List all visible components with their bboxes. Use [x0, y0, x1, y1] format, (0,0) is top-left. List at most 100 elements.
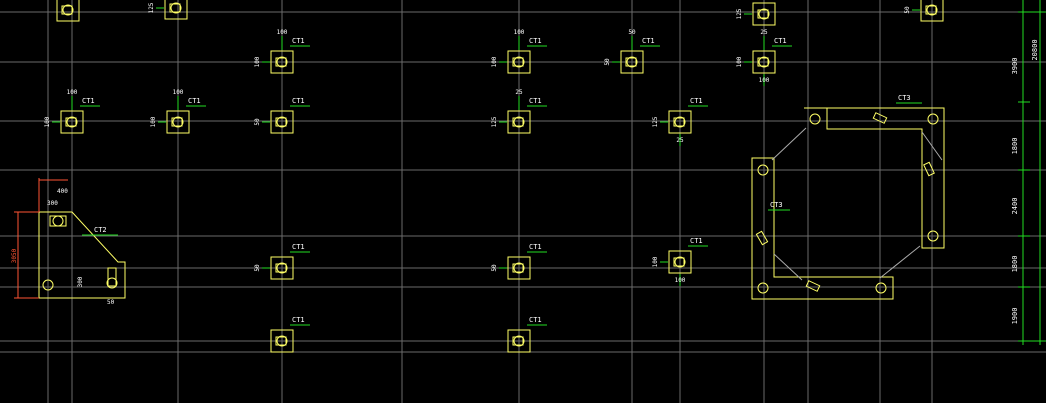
cap-label: CT1	[292, 243, 305, 251]
ct2-dim-4: 300	[77, 276, 84, 287]
axis-seg-2: 1800	[1011, 138, 1019, 155]
pile-cap-ct2[interactable]: CT2 400 300 3050 300 50	[11, 178, 126, 306]
ct2-pile-3	[106, 277, 118, 289]
ct3-chamfer-2	[921, 131, 943, 161]
cap-label: CT1	[774, 37, 787, 45]
ct3-wall-seg-2	[923, 161, 935, 177]
cap-outline	[56, 0, 80, 22]
axis-total-label: 20800	[1031, 39, 1039, 60]
cap-outline	[270, 50, 294, 74]
pile-cap-ct1[interactable]: CT1	[270, 316, 310, 353]
pile-circle	[926, 4, 938, 16]
column-rect	[512, 57, 524, 67]
cap-label: CT1	[82, 97, 95, 105]
top-dim-value: 50	[628, 29, 636, 36]
pile-cap-ct1[interactable]: CT1	[507, 316, 547, 353]
cap-outline	[752, 50, 776, 74]
pile-cap-ct1[interactable]: CT1 100 100	[652, 237, 708, 286]
cap-label: CT1	[529, 243, 542, 251]
left-dim-value: 100	[491, 56, 498, 67]
column-rect	[171, 117, 183, 127]
pile-cap-ct1[interactable]: 125	[148, 0, 188, 20]
column-rect	[61, 5, 73, 15]
ct3-pile-4	[927, 230, 939, 242]
left-dim-value: 125	[148, 2, 155, 13]
left-dim-value: 125	[652, 116, 659, 127]
column-rect	[512, 336, 524, 346]
ct3-pile-5	[757, 282, 769, 294]
column-rect	[65, 117, 77, 127]
pile-circle	[513, 335, 525, 347]
pile-circle	[172, 116, 184, 128]
column-rect	[625, 57, 637, 67]
cap-outline	[668, 110, 692, 134]
column-rect	[275, 263, 287, 273]
pile-circle	[513, 116, 525, 128]
axis-seg-4: 1800	[1011, 256, 1019, 273]
pile-circle	[758, 8, 770, 20]
left-dim-value: 100	[44, 116, 51, 127]
bottom-dim-value: 25	[676, 137, 684, 144]
ct3-label-1: CT3	[898, 94, 911, 102]
column-rect	[673, 117, 685, 127]
ct2-dim-1: 400	[57, 188, 68, 195]
ct2-column-2	[107, 267, 117, 287]
pile-cap-ct3[interactable]: CT3 CT3	[751, 94, 945, 300]
axis-seg-3: 2400	[1011, 198, 1019, 215]
ct3-wall-seg-1	[872, 112, 888, 124]
left-dim-value: 100	[254, 56, 261, 67]
cap-label: CT1	[529, 316, 542, 324]
left-dim-value: 50	[254, 264, 261, 272]
cap-outline	[166, 110, 190, 134]
pile-cap-ct1[interactable]	[56, 0, 80, 22]
ct3-wall-seg-4	[805, 280, 821, 292]
ct3-pile-6	[875, 282, 887, 294]
pile-cap-ct1[interactable]: 125	[736, 2, 776, 26]
pile-circle	[674, 256, 686, 268]
pile-cap-ct1[interactable]: CT1 100 100	[44, 89, 100, 134]
left-dim-value: 50	[604, 58, 611, 66]
cap-outline	[507, 329, 531, 353]
column-rect	[169, 3, 181, 13]
cap-label: CT1	[642, 37, 655, 45]
pile-cap-ct1[interactable]: CT1 50	[254, 243, 310, 280]
bottom-dim-value: 100	[675, 277, 686, 284]
column-rect	[275, 117, 287, 127]
pile-circle	[276, 116, 288, 128]
column-rect	[512, 117, 524, 127]
cap-outline	[270, 329, 294, 353]
ct3-label-2: CT3	[770, 201, 783, 209]
cap-label: CT1	[690, 237, 703, 245]
pile-circle	[66, 116, 78, 128]
pile-circle	[276, 56, 288, 68]
ct1-caps: 125CT1100100CT1100100CT15050125CT1100251…	[44, 0, 944, 353]
cap-outline	[507, 50, 531, 74]
top-dim-value: 100	[514, 29, 525, 36]
ct3-chamfer-4	[879, 245, 921, 279]
cap-outline	[270, 110, 294, 134]
ct3-pile-2	[927, 113, 939, 125]
left-dim-value: 100	[652, 256, 659, 267]
pile-cap-ct1[interactable]: CT1 50 50	[604, 29, 660, 74]
left-dim-value: 100	[150, 116, 157, 127]
ct3-pile-3	[757, 164, 769, 176]
cap-label: CT1	[292, 97, 305, 105]
top-dim-value: 100	[67, 89, 78, 96]
cap-label: CT1	[690, 97, 703, 105]
axis-seg-1: 3900	[1011, 58, 1019, 75]
pile-cap-ct1[interactable]: CT1 125 25	[652, 97, 708, 146]
ct2-dim-3: 3050	[11, 248, 18, 263]
column-rect	[673, 257, 685, 267]
pile-cap-ct1[interactable]: 50	[904, 0, 944, 22]
top-dim-value: 25	[515, 89, 523, 96]
left-dim-value: 50	[904, 6, 911, 14]
